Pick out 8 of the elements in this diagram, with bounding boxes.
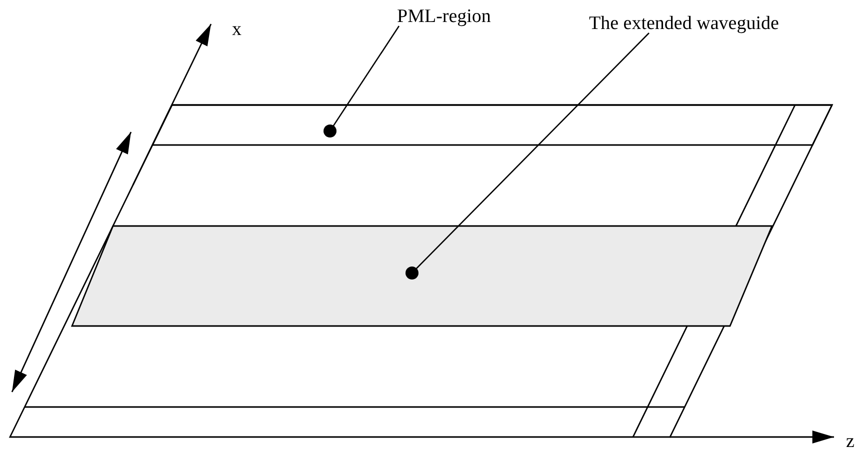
callout-label: PML-region <box>397 6 491 27</box>
leader-line <box>324 26 400 138</box>
axis-label: x <box>232 20 242 39</box>
axis-label: z <box>846 432 854 451</box>
callout-label: The extended waveguide <box>589 13 779 34</box>
leader-line <box>406 32 650 280</box>
waveguide-region <box>70 225 774 327</box>
pml-strip <box>151 104 834 146</box>
